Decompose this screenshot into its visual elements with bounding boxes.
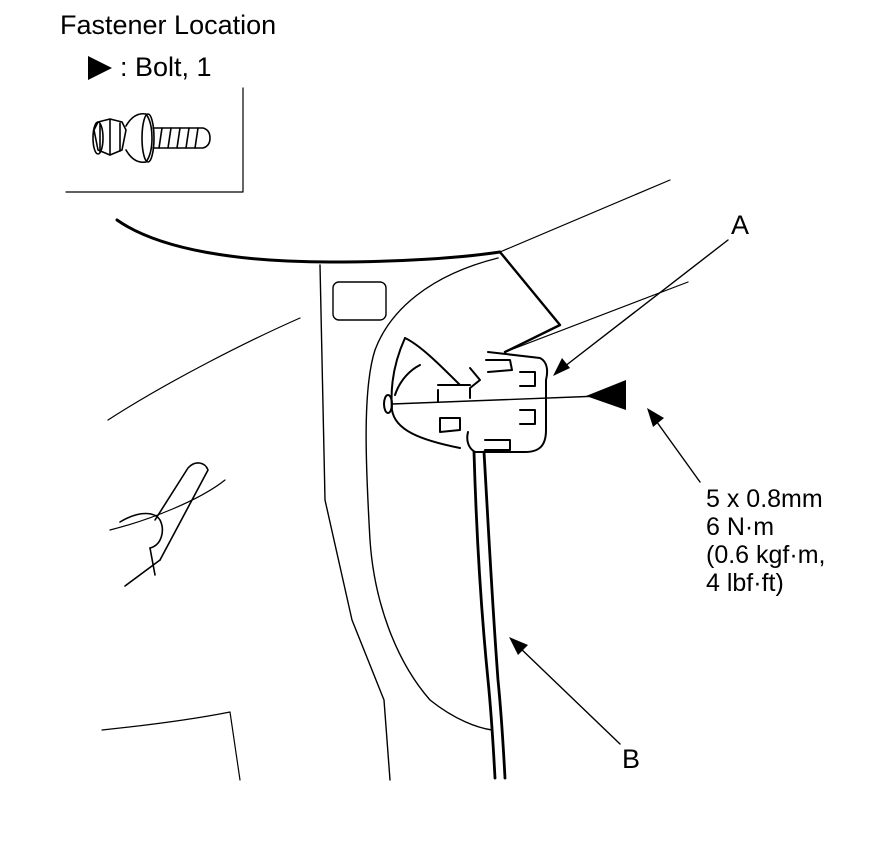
- torque-spec-line-2: 6 N·m: [706, 513, 775, 541]
- callout-b: B: [622, 744, 641, 774]
- wire-b: [472, 450, 507, 780]
- pillar-clip-square: [332, 281, 387, 321]
- bracket-a: [383, 337, 549, 453]
- panel-cutout-edge: [498, 250, 562, 354]
- callout-a: A: [731, 210, 750, 240]
- fastener-legend: : Bolt, 1: [88, 54, 212, 81]
- dash-lower-curve: [109, 479, 226, 531]
- fastener-location-title: Fastener Location: [60, 10, 277, 40]
- torque-spec: 5 x 0.8mm 6 N·m (0.6 kgf·m, 4 lbf·ft): [706, 485, 825, 597]
- legend-bolt-text: : Bolt, 1: [120, 52, 212, 82]
- pillar-inner-curve: [365, 257, 499, 731]
- leader-spec: [647, 408, 701, 483]
- legend-frame: [65, 87, 244, 193]
- solid-triangle-left-icon: [586, 380, 626, 410]
- dashboard-top-line: [499, 179, 671, 253]
- dash-bottom-line: [101, 711, 241, 781]
- flange-bolt-icon: [92, 112, 211, 164]
- panel-diagonal-line: [504, 281, 689, 353]
- leader-b: [509, 637, 621, 745]
- dash-contour-line: [107, 317, 301, 421]
- torque-spec-line-1: 5 x 0.8mm: [706, 485, 823, 513]
- pillar-left-edge: [319, 264, 391, 781]
- torque-spec-line-3: (0.6 kgf·m,: [706, 541, 826, 569]
- leader-a: [553, 239, 729, 376]
- lever-handle: [119, 462, 209, 587]
- solid-triangle-right-icon: [88, 55, 112, 80]
- bolt-centerline: [391, 395, 601, 405]
- dashboard-upper-edge: [115, 218, 502, 264]
- torque-spec-line-4: 4 lbf·ft): [706, 569, 784, 597]
